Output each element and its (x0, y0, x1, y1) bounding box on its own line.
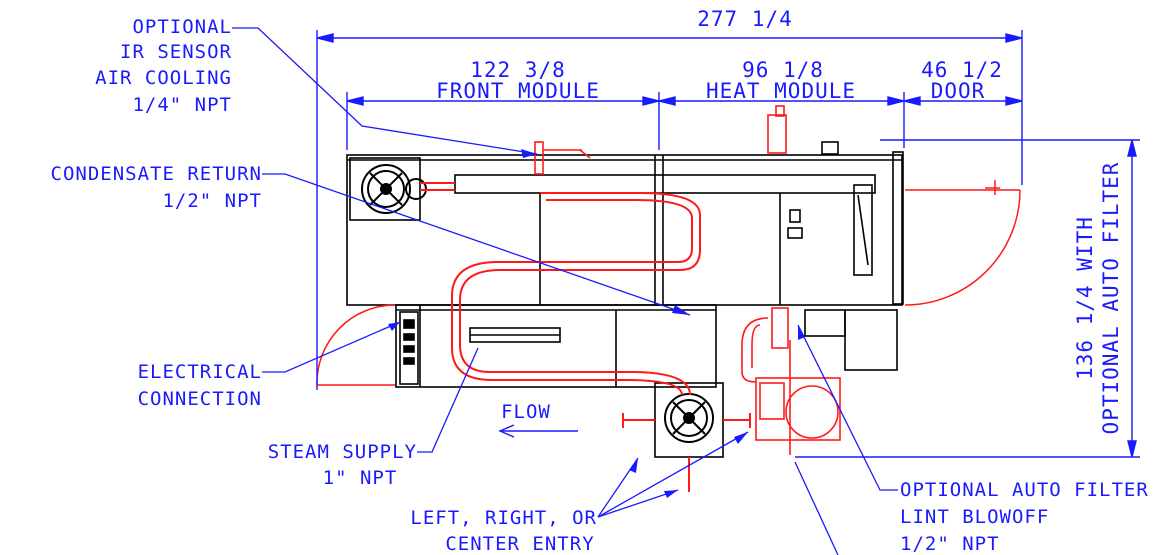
depth-dimension-line1: 136 1/4 WITH (1073, 216, 1097, 380)
leader-lines (232, 27, 898, 555)
red-entry-pipes (622, 413, 751, 492)
flow-label: FLOW (501, 401, 551, 423)
dimension-lines (316, 30, 1140, 458)
ir-sensor-label-line4: 1/4" NPT (132, 94, 232, 116)
door-dimension: 46 1/2 (921, 58, 1003, 82)
condensate-return-label-line1: CONDENSATE RETURN (51, 163, 262, 185)
leader-arrowheads (388, 149, 805, 498)
auto-filter-label-line3: 1/2" NPT (900, 533, 1000, 555)
electrical-connection-label-line1: ELECTRICAL (138, 361, 262, 383)
condensate-return-label-line2: 1/2" NPT (162, 190, 262, 212)
red-door-hardware (985, 180, 1000, 195)
heat-module-dimension: 96 1/8 (742, 58, 824, 82)
fan-wheel-upper (361, 164, 427, 214)
entry-label-line2: CENTER ENTRY (445, 533, 594, 555)
ir-sensor-label-line2: IR SENSOR (120, 41, 232, 63)
ir-sensor-label-line3: AIR COOLING (95, 67, 232, 89)
depth-dimension-line2: OPTIONAL AUTO FILTER (1099, 162, 1123, 435)
red-ir-sensor (534, 141, 591, 175)
auto-filter-label-line1: OPTIONAL AUTO FILTER (900, 479, 1149, 501)
auto-filter-label-line2: LINT BLOWOFF (900, 506, 1049, 528)
front-module-label: FRONT MODULE (436, 79, 600, 103)
entry-label-line1: LEFT, RIGHT, OR (410, 507, 597, 529)
steam-supply-label-line1: STEAM SUPPLY (268, 441, 417, 463)
door-label: DOOR (931, 79, 986, 103)
fan-wheel-lower (664, 393, 714, 443)
overall-length-dimension: 277 1/4 (697, 7, 793, 31)
heat-module-label: HEAT MODULE (706, 79, 856, 103)
red-auto-filter (741, 307, 841, 455)
front-module-dimension: 122 3/8 (470, 58, 566, 82)
flow-arrow (498, 424, 578, 438)
steam-supply-label-line2: 1" NPT (323, 467, 398, 489)
ir-sensor-label-line1: OPTIONAL (132, 16, 232, 38)
red-door-swings (316, 189, 1021, 386)
electrical-connection-label-line2: CONNECTION (138, 388, 262, 410)
equipment-outline (346, 141, 904, 458)
red-heat-module-fittings (767, 105, 787, 154)
red-serpentine-duct (420, 182, 701, 396)
